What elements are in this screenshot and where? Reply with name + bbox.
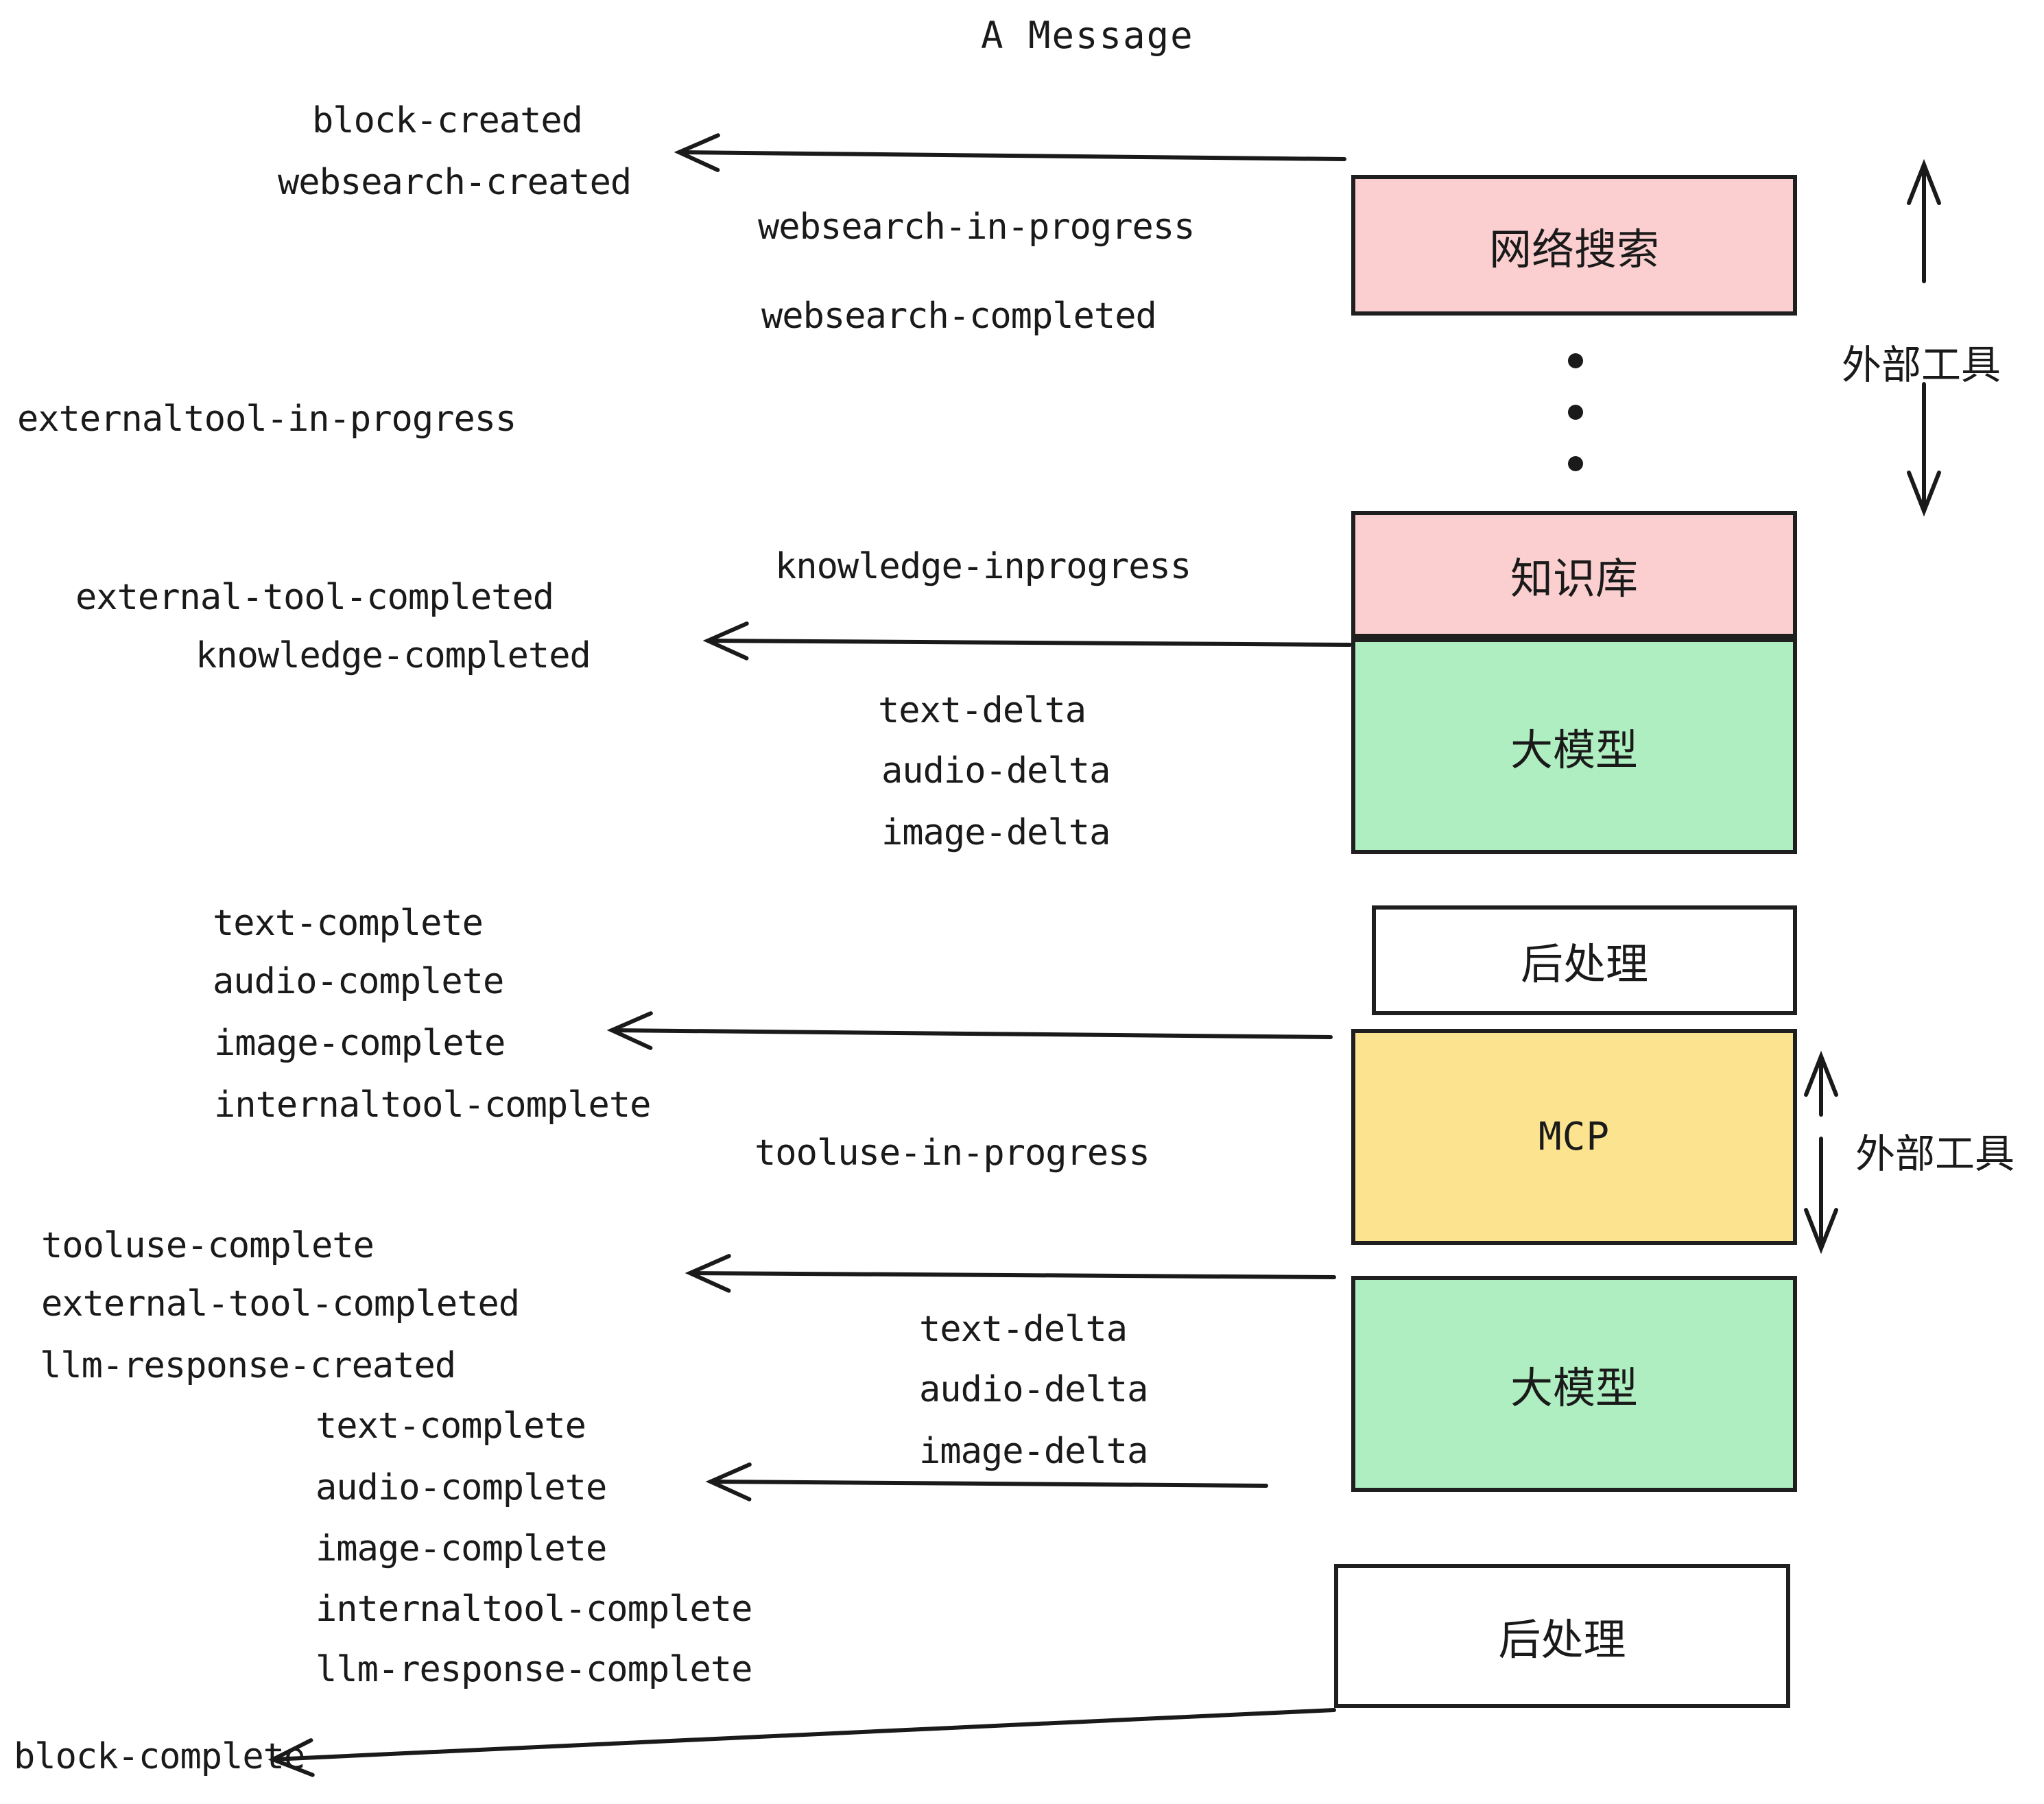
event-label-text-complete-1: text-complete [213, 903, 484, 944]
event-label-block-complete: block-complete [14, 1736, 305, 1777]
event-label-llm-response-complete: llm-response-complete [316, 1649, 752, 1690]
arrow-image-complete-head [606, 1011, 653, 1050]
box-label: 大模型 [1510, 724, 1638, 775]
event-label-image-delta-2: image-delta [919, 1431, 1148, 1472]
box-postprocess-2: 后处理 [1334, 1564, 1790, 1708]
ellipsis-dot-2 [1568, 405, 1583, 420]
bracket-top-down-head [1907, 471, 1941, 517]
arrow-image-complete [610, 1028, 1333, 1039]
box-label: 知识库 [1510, 553, 1638, 604]
ellipsis-dot-3 [1568, 456, 1583, 471]
box-llm-2: 大模型 [1351, 1276, 1797, 1492]
box-llm-1: 大模型 [1351, 638, 1797, 854]
box-label: 大模型 [1510, 1362, 1638, 1413]
arrow-tooluse-complete-head [685, 1254, 731, 1293]
event-label-tooluse-in-progress: tooluse-in-progress [754, 1132, 1150, 1174]
ellipsis-dot-1 [1568, 353, 1583, 368]
event-label-image-complete-1: image-complete [214, 1023, 506, 1064]
event-label-websearch-created: websearch-created [278, 162, 632, 203]
bracket-bottom-down-head [1804, 1208, 1838, 1255]
event-label-audio-delta-2: audio-delta [919, 1369, 1148, 1410]
event-label-internaltool-complete-2: internaltool-complete [316, 1589, 752, 1630]
arrow-knowledge-completed-head [702, 621, 749, 661]
arrow-block-complete [271, 1708, 1336, 1761]
arrow-block-created-head [674, 133, 720, 172]
event-label-block-created: block-created [312, 100, 583, 141]
page-title: A Message [981, 14, 1194, 57]
event-label-image-complete-2: image-complete [316, 1528, 607, 1569]
annotation-external-tools-top: 外部工具 [1842, 342, 2001, 388]
bracket-top-up-head [1907, 158, 1941, 205]
event-label-external-tool-completed-2: external-tool-completed [41, 1283, 520, 1325]
box-label: 后处理 [1520, 939, 1648, 989]
event-label-tooluse-complete: tooluse-complete [41, 1225, 375, 1266]
annotation-external-tools-bottom: 外部工具 [1855, 1130, 2015, 1177]
arrow-tooluse-complete [688, 1271, 1336, 1279]
arrow-audio-complete [709, 1480, 1268, 1488]
event-label-websearch-completed: websearch-completed [761, 296, 1157, 337]
event-label-knowledge-completed: knowledge-completed [195, 635, 591, 676]
event-label-text-delta-1: text-delta [878, 690, 1086, 731]
arrow-block-created [677, 150, 1346, 161]
box-websearch: 网络搜索 [1351, 175, 1797, 316]
box-label: 网络搜索 [1488, 224, 1659, 274]
box-label: 后处理 [1498, 1615, 1626, 1665]
event-label-audio-delta-1: audio-delta [881, 750, 1110, 792]
box-label: MCP [1538, 1115, 1611, 1159]
event-label-audio-complete-1: audio-complete [213, 961, 504, 1002]
box-postprocess-1: 后处理 [1372, 905, 1797, 1015]
event-label-text-complete-2: text-complete [316, 1405, 586, 1447]
bracket-bottom-up-head [1804, 1050, 1838, 1097]
event-label-audio-complete-2: audio-complete [316, 1467, 607, 1508]
event-label-knowledge-inprogress: knowledge-inprogress [775, 546, 1191, 587]
arrow-audio-complete-head [705, 1462, 752, 1502]
event-label-text-delta-2: text-delta [919, 1309, 1128, 1350]
box-knowledge: 知识库 [1351, 511, 1797, 638]
box-mcp: MCP [1351, 1029, 1797, 1245]
event-label-external-tool-completed-1: external-tool-completed [75, 577, 554, 618]
event-label-websearch-in-progress: websearch-in-progress [758, 206, 1195, 248]
event-label-internaltool-complete-1: internaltool-complete [214, 1084, 651, 1126]
event-label-image-delta-1: image-delta [881, 812, 1110, 853]
arrow-knowledge-completed [706, 639, 1352, 647]
event-label-externaltool-in-progress: externaltool-in-progress [17, 399, 516, 440]
event-label-llm-response-created: llm-response-created [40, 1345, 456, 1386]
